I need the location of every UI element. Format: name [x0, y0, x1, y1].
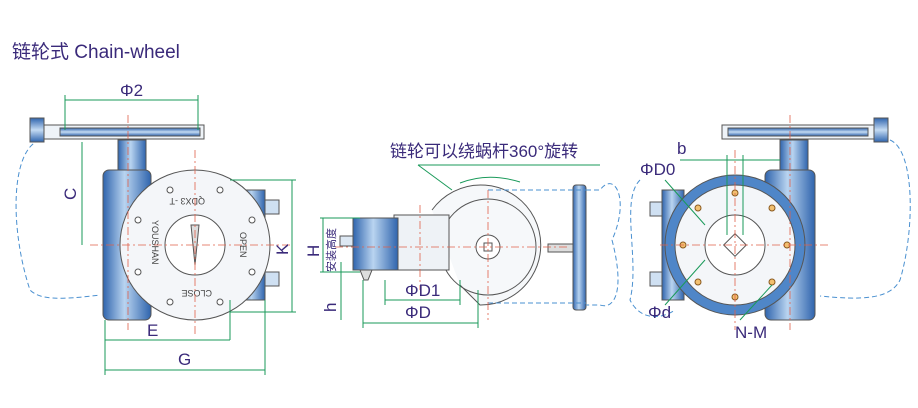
dim-phi2: Φ2: [120, 81, 143, 100]
front-view: QDX3 -T YOUSHAN OPEN CLOSE Φ2 C K E G: [15, 81, 296, 375]
dim-g: G: [178, 350, 191, 369]
dim-phi-d1: ΦD1: [405, 281, 440, 300]
install-height-label: 安装高度: [324, 228, 338, 272]
dim-phi-d: ΦD: [405, 303, 431, 322]
dim-phi-d0: ΦD0: [640, 160, 675, 179]
dim-k: K: [273, 243, 292, 255]
chain-loop-left: [15, 139, 101, 299]
dim-phi-small-d: Φd: [648, 303, 671, 322]
title: 链轮式 Chain-wheel: [12, 41, 180, 63]
brand-label: YOUSHAN: [150, 220, 160, 265]
dim-b: b: [677, 139, 686, 158]
gearbox-side: [352, 217, 399, 271]
side-view: 链轮可以绕蜗杆360°旋转 H 安装高度 h ΦD1 ΦD: [304, 142, 621, 328]
dim-n-m: N-M: [735, 323, 767, 342]
dim-h-upper: H: [304, 245, 323, 257]
handle: [29, 117, 45, 143]
rotation-note: 链轮可以绕蜗杆360°旋转: [390, 142, 578, 161]
dim-e: E: [147, 321, 158, 340]
close-label: CLOSE: [181, 288, 212, 298]
model-label: QDX3 -T: [169, 196, 205, 206]
dim-h-lower: h: [321, 303, 340, 312]
chain-wheel-side: [572, 184, 587, 311]
rear-view: b ΦD0 Φd N-M: [629, 115, 911, 342]
dim-c: C: [61, 188, 80, 200]
open-label: OPEN: [238, 232, 248, 258]
